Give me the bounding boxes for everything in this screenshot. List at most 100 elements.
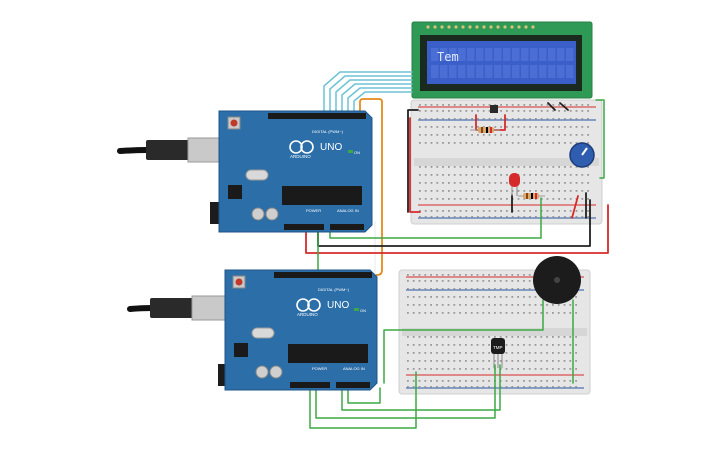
breadboard-hole [499, 274, 502, 276]
breadboard-hole [441, 344, 444, 346]
lcd-display[interactable]: Tem [411, 21, 593, 99]
breadboard-hole [407, 360, 409, 362]
breadboard-hole [424, 336, 427, 338]
breadboard-hole [419, 166, 421, 168]
small-component-top[interactable] [490, 105, 498, 113]
breadboard-hole [476, 368, 479, 370]
breadboard-hole [465, 198, 468, 200]
breadboard-hole [499, 360, 502, 362]
breadboard-hole [418, 274, 421, 276]
breadboard-hole [517, 312, 519, 314]
breadboard-hole [557, 344, 560, 346]
breadboard-hole [540, 368, 543, 370]
breadboard-hole [517, 386, 519, 388]
wire-green-sensor-a [315, 364, 496, 419]
breadboard-hole [523, 118, 526, 120]
breadboard-hole [494, 280, 496, 282]
breadboard-hole [441, 304, 444, 306]
breadboard-top[interactable] [410, 99, 603, 225]
breadboard-hole [529, 110, 531, 112]
lcd-cell [539, 48, 547, 61]
breadboard-hole [581, 110, 584, 112]
breadboard-hole [500, 216, 502, 218]
breadboard-hole [552, 312, 554, 314]
breadboard-hole [500, 118, 502, 120]
wire-black-ground-b [407, 109, 419, 213]
breadboard-hole [552, 110, 555, 112]
arduino-uno-top[interactable]: UNO ARDUINO DIGITAL (PWM~) POWER ANALOG … [117, 110, 373, 233]
breadboard-hole [529, 182, 531, 184]
breadboard-hole [523, 380, 525, 382]
piezo-buzzer[interactable] [533, 256, 581, 304]
breadboard-hole [528, 386, 531, 388]
breadboard-hole [430, 126, 433, 128]
breadboard-hole [540, 386, 543, 388]
breadboard-hole [511, 386, 514, 388]
breadboard-hole [470, 368, 473, 370]
breadboard-hole [424, 104, 427, 106]
breadboard-hole [453, 210, 456, 212]
breadboard-hole [564, 110, 566, 112]
breadboard-hole [471, 110, 473, 112]
breadboard-hole [418, 304, 421, 306]
breadboard-hole [418, 280, 421, 282]
breadboard-hole [517, 126, 520, 128]
breadboard-hole [511, 118, 514, 120]
lcd-cell [467, 65, 475, 78]
breadboard-hole [558, 182, 560, 184]
resistor-top-2[interactable] [518, 193, 545, 199]
breadboard-hole [563, 352, 566, 354]
breadboard-hole [535, 104, 537, 106]
breadboard-hole [529, 142, 531, 144]
breadboard-hole [419, 104, 421, 106]
breadboard-hole [448, 104, 450, 106]
breadboard-top-holes [419, 104, 589, 218]
breadboard-hole [517, 296, 519, 298]
breadboard-hole [523, 296, 525, 298]
breadboard-hole [476, 386, 479, 388]
breadboard-hole [412, 344, 415, 346]
breadboard-hole [575, 210, 578, 212]
breadboard-hole [424, 288, 427, 290]
breadboard-hole [412, 304, 415, 306]
breadboard-hole [500, 198, 502, 200]
breadboard-hole [424, 304, 427, 306]
breadboard-hole [587, 210, 589, 212]
breadboard-hole [465, 368, 467, 370]
breadboard-hole [453, 216, 456, 218]
lcd-cell [512, 48, 520, 61]
breadboard-hole [459, 312, 461, 314]
potentiometer[interactable] [569, 142, 595, 168]
breadboard-hole [477, 126, 479, 128]
breadboard-hole [465, 174, 468, 176]
breadboard-hole [470, 280, 473, 282]
red-led[interactable] [509, 173, 520, 196]
breadboard-hole [552, 380, 554, 382]
breadboard-hole [500, 142, 502, 144]
breadboard-hole [552, 182, 555, 184]
breadboard-hole [529, 104, 531, 106]
breadboard-hole [459, 288, 461, 290]
breadboard-hole [540, 134, 543, 136]
breadboard-hole [430, 210, 433, 212]
resistor-top-1[interactable] [470, 127, 500, 133]
breadboard-hole [575, 344, 577, 346]
breadboard-hole [471, 104, 473, 106]
breadboard-hole [500, 166, 502, 168]
breadboard-hole [506, 166, 508, 168]
breadboard-hole [436, 274, 438, 276]
breadboard-hole [448, 142, 450, 144]
arduino-uno-bottom[interactable]: UNO ARDUINO DIGITAL (PWM~) POWER ANALOG … [127, 269, 378, 391]
breadboard-hole [448, 182, 450, 184]
breadboard-hole [540, 118, 543, 120]
breadboard-hole [488, 126, 491, 128]
breadboard-hole [558, 104, 560, 106]
breadboard-hole [535, 142, 537, 144]
breadboard-hole [418, 352, 421, 354]
breadboard-hole [442, 118, 444, 120]
breadboard-hole [511, 274, 514, 276]
usb-cable-top [117, 147, 151, 154]
breadboard-hole [563, 368, 566, 370]
temperature-sensor[interactable]: TMP [491, 338, 505, 368]
